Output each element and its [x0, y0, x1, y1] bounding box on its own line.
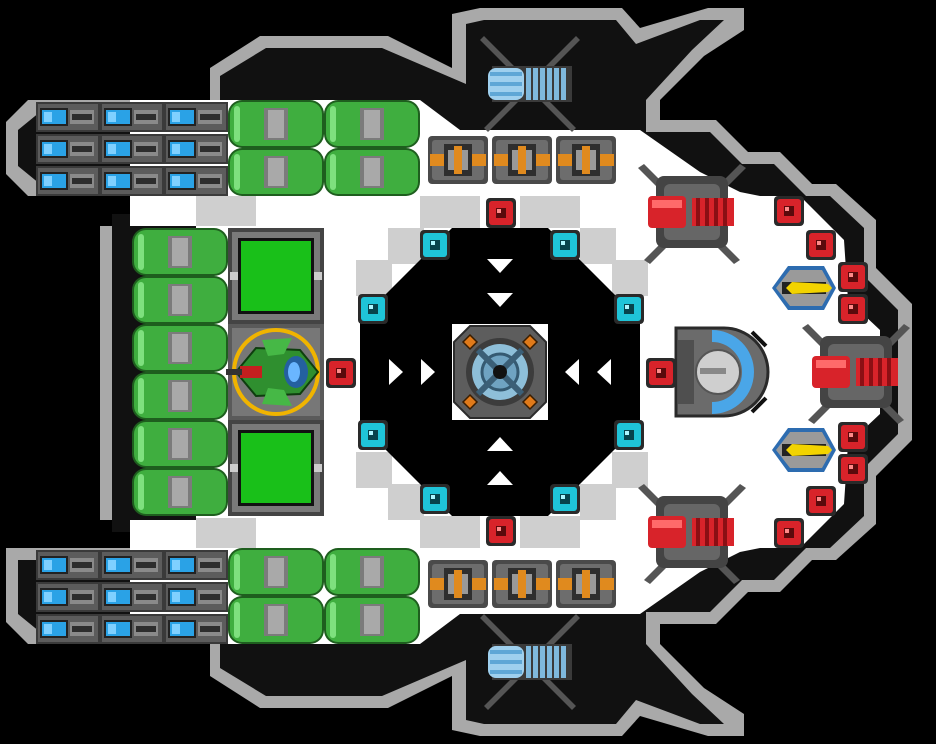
red-connector-icon[interactable] [326, 358, 356, 388]
red-connector-icon[interactable] [646, 358, 676, 388]
green-tank-icon[interactable] [132, 276, 228, 324]
red-connectors [326, 196, 868, 548]
red-cannon-icon[interactable] [638, 484, 746, 584]
red-connector-icon[interactable] [774, 518, 804, 548]
green-cockpit-icon[interactable] [226, 324, 324, 420]
green-tank-icon[interactable] [228, 596, 324, 644]
cyan-node-icon[interactable] [550, 484, 580, 514]
fuel-tanks [132, 100, 420, 644]
arrow-icon [389, 359, 403, 385]
orange-thruster-icon[interactable] [556, 560, 616, 608]
cyan-nodes [358, 230, 644, 514]
green-cargo-icon[interactable] [228, 420, 324, 516]
maneuver-thrusters [428, 136, 616, 608]
orange-thruster-icon[interactable] [492, 136, 552, 184]
green-tank-icon[interactable] [228, 548, 324, 596]
arrow-icon [487, 471, 513, 485]
reactor-core-icon[interactable] [453, 325, 547, 419]
green-tank-icon[interactable] [228, 100, 324, 148]
blue-engine-icon[interactable] [100, 582, 164, 612]
green-tank-icon[interactable] [132, 372, 228, 420]
yellow-missile-icon[interactable] [772, 266, 836, 310]
blue-engine-icon[interactable] [36, 102, 100, 132]
green-tank-icon[interactable] [132, 468, 228, 516]
green-cargo-icon[interactable] [228, 228, 324, 324]
cyan-node-icon[interactable] [358, 294, 388, 324]
yellow-missile-icon[interactable] [772, 428, 836, 472]
red-cannon-icon[interactable] [638, 164, 746, 264]
direction-arrows [389, 259, 611, 485]
blue-engine-icon[interactable] [36, 134, 100, 164]
blue-engine-icon[interactable] [100, 134, 164, 164]
blue-engine-icon[interactable] [36, 614, 100, 644]
arrow-icon [487, 293, 513, 307]
blue-engine-icon[interactable] [164, 102, 228, 132]
green-tank-icon[interactable] [132, 324, 228, 372]
heavy-cannons [638, 164, 910, 584]
shield-dome-icon[interactable] [674, 326, 770, 418]
cyan-node-icon[interactable] [420, 230, 450, 260]
cyan-node-icon[interactable] [420, 484, 450, 514]
blue-engine-icon[interactable] [100, 614, 164, 644]
orange-thruster-icon[interactable] [428, 136, 488, 184]
cyan-node-icon[interactable] [614, 294, 644, 324]
red-connector-icon[interactable] [486, 198, 516, 228]
blue-engine-icon[interactable] [164, 550, 228, 580]
cyan-node-icon[interactable] [614, 420, 644, 450]
cyan-node-icon[interactable] [358, 420, 388, 450]
green-tank-icon[interactable] [228, 148, 324, 196]
red-connector-icon[interactable] [838, 262, 868, 292]
orange-thruster-icon[interactable] [492, 560, 552, 608]
blue-booster-icon[interactable] [480, 614, 580, 710]
blue-engine-icon[interactable] [164, 134, 228, 164]
green-tank-icon[interactable] [132, 228, 228, 276]
red-connector-icon[interactable] [806, 230, 836, 260]
orange-thruster-icon[interactable] [556, 136, 616, 184]
green-tank-icon[interactable] [324, 148, 420, 196]
green-tank-icon[interactable] [324, 596, 420, 644]
arrow-icon [487, 437, 513, 451]
blue-engine-icon[interactable] [100, 102, 164, 132]
blue-engine-icon[interactable] [100, 550, 164, 580]
red-connector-icon[interactable] [806, 486, 836, 516]
red-connector-icon[interactable] [486, 516, 516, 546]
arrow-icon [421, 359, 435, 385]
blue-engine-icon[interactable] [36, 582, 100, 612]
red-connector-icon[interactable] [838, 422, 868, 452]
blue-engine-icon[interactable] [36, 550, 100, 580]
cyan-node-icon[interactable] [550, 230, 580, 260]
blue-engine-icon[interactable] [164, 166, 228, 196]
arrow-icon [487, 259, 513, 273]
orange-thruster-icon[interactable] [428, 560, 488, 608]
arrow-icon [597, 359, 611, 385]
red-connector-icon[interactable] [838, 294, 868, 324]
blue-engine-icon[interactable] [164, 614, 228, 644]
green-tank-icon[interactable] [132, 420, 228, 468]
green-tank-icon[interactable] [324, 100, 420, 148]
floor-steps [196, 196, 648, 548]
red-connector-icon[interactable] [838, 454, 868, 484]
blue-engine-icon[interactable] [36, 166, 100, 196]
red-cannon-icon[interactable] [802, 324, 910, 424]
blue-engine-icon[interactable] [164, 582, 228, 612]
arrow-icon [565, 359, 579, 385]
blue-engine-icon[interactable] [100, 166, 164, 196]
green-tank-icon[interactable] [324, 548, 420, 596]
blue-booster-icon[interactable] [480, 36, 580, 132]
red-connector-icon[interactable] [774, 196, 804, 226]
ion-engines [36, 102, 228, 644]
